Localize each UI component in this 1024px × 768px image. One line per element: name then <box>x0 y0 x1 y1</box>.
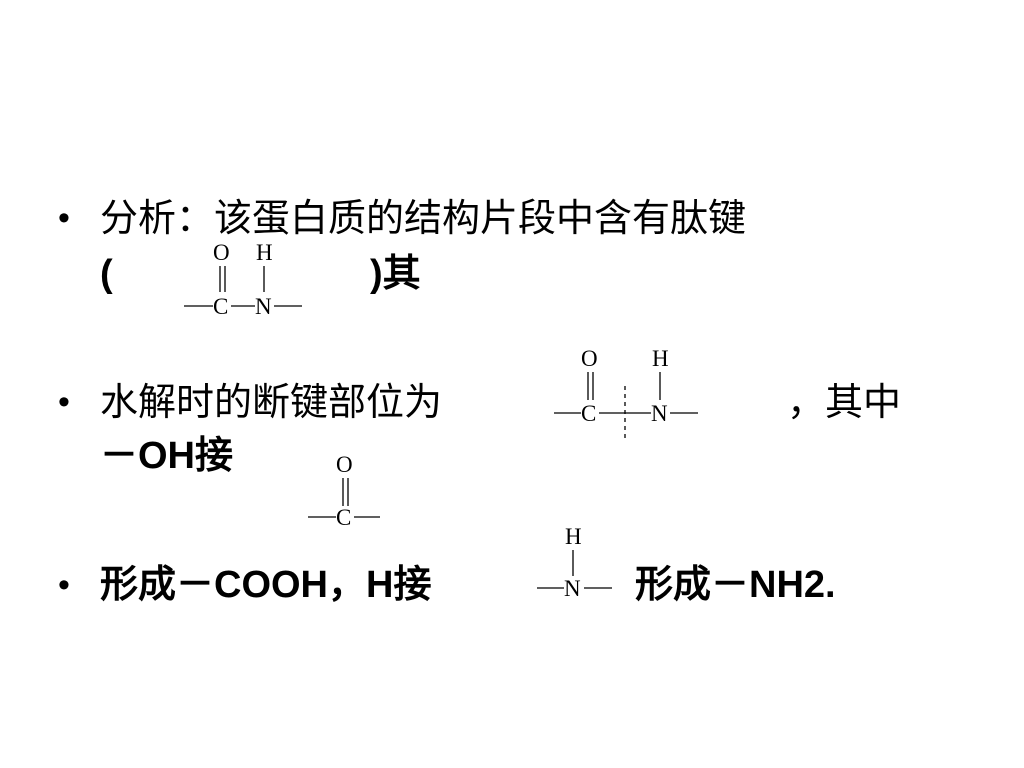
atom-nitrogen: N <box>651 401 668 426</box>
cleavage-site-structure: O H C N <box>554 346 698 442</box>
atom-hydrogen: H <box>565 524 582 549</box>
atom-nitrogen: N <box>255 294 272 319</box>
bullet-marker: • <box>58 383 70 421</box>
atom-hydrogen: H <box>652 346 669 371</box>
atom-carbon: C <box>336 505 351 530</box>
item2-line2: －OH接 <box>100 435 234 477</box>
item2-text: 水解时的断键部位为 <box>100 380 443 424</box>
atom-oxygen: O <box>581 346 598 371</box>
bullet-marker: • <box>58 199 70 237</box>
item1-open-paren: ( <box>100 253 113 295</box>
atom-carbon: C <box>213 294 228 319</box>
peptide-bond-structure: O H C N <box>184 240 302 319</box>
item1-line1: 分析：该蛋白质的结构片段中含有肽键 <box>100 196 747 240</box>
atom-oxygen: O <box>213 240 230 265</box>
item3-part1: 形成－COOH，H接 <box>100 564 432 606</box>
atom-nitrogen: N <box>564 576 581 601</box>
bullet-marker: • <box>58 566 70 604</box>
carbonyl-fragment-structure: O C <box>308 452 380 530</box>
item2-suffix: ，其中 <box>787 380 902 424</box>
atom-carbon: C <box>581 401 596 426</box>
item1-close-text: )其 <box>370 253 421 295</box>
atom-oxygen: O <box>336 452 353 477</box>
atom-hydrogen: H <box>256 240 273 265</box>
amine-fragment-structure: H N <box>537 524 612 601</box>
item3-part2: 形成－NH2. <box>635 564 836 606</box>
